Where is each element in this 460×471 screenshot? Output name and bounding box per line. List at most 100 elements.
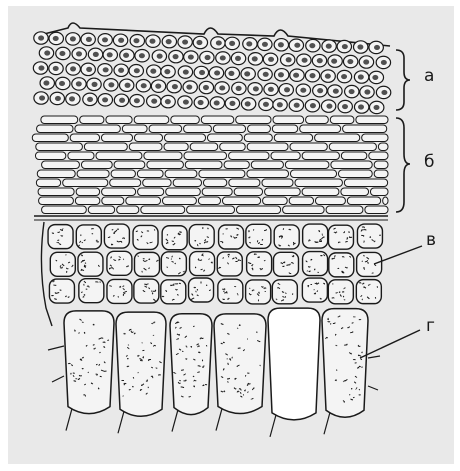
cell-b: [42, 206, 87, 214]
cell-b: [378, 143, 388, 151]
cell-b: [251, 161, 283, 169]
cell-b: [383, 197, 388, 205]
cell-b: [126, 197, 161, 205]
cell-g-tail: [270, 415, 276, 437]
cell-b: [88, 206, 114, 214]
nucleus-a: [358, 74, 364, 79]
cell-b: [102, 188, 136, 196]
cell-b: [36, 152, 66, 160]
cell-b: [201, 116, 234, 124]
cell-b: [32, 134, 68, 142]
nucleus-a: [342, 104, 348, 109]
cell-b: [302, 152, 339, 160]
nucleus-a: [246, 41, 252, 46]
nucleus-a: [358, 104, 364, 109]
nucleus-a: [118, 38, 124, 43]
nucleus-a: [219, 85, 225, 90]
nucleus-a: [92, 82, 98, 87]
leader-line-v: [374, 246, 422, 264]
nucleus-a: [103, 67, 109, 72]
nucleus-a: [349, 89, 355, 94]
cell-b: [76, 188, 99, 196]
nucleus-a: [141, 83, 147, 88]
label-b: б: [424, 154, 434, 171]
nucleus-a: [277, 102, 283, 107]
cell-b: [110, 179, 141, 187]
cell-v: [303, 224, 328, 248]
cell-b: [300, 125, 341, 133]
label-v: в: [426, 232, 436, 249]
cell-b: [329, 143, 376, 151]
cell-b: [315, 134, 360, 142]
cell-b: [184, 152, 227, 160]
cell-b: [198, 197, 220, 205]
nucleus-a: [102, 37, 108, 42]
nucleus-a: [183, 99, 189, 104]
cell-b: [80, 116, 104, 124]
cell-b: [173, 179, 201, 187]
nucleus-a: [214, 70, 220, 75]
cell-b: [149, 125, 182, 133]
nucleus-a: [317, 88, 323, 93]
cell-b: [141, 206, 185, 214]
nucleus-a: [220, 55, 226, 60]
nucleus-a: [86, 67, 92, 72]
label-g: г: [426, 318, 435, 335]
cell-b: [289, 197, 313, 205]
cell-b: [138, 188, 164, 196]
cell-b: [75, 197, 99, 205]
cell-b: [283, 206, 325, 214]
cell-b: [185, 161, 222, 169]
cell-b: [190, 143, 218, 151]
nucleus-a: [44, 50, 50, 55]
layer-b-compressed-cells: [32, 116, 388, 220]
nucleus-a: [214, 100, 220, 105]
nucleus-a: [119, 98, 125, 103]
nucleus-a: [310, 73, 316, 78]
nucleus-a: [293, 73, 299, 78]
nucleus-a: [196, 40, 202, 45]
cell-v: [161, 252, 186, 276]
nucleus-a: [123, 53, 129, 58]
cell-b: [234, 188, 262, 196]
cell-b: [339, 170, 373, 178]
cell-b: [244, 134, 272, 142]
nucleus-a: [86, 37, 92, 42]
cell-g: [170, 314, 212, 415]
nucleus-a: [134, 68, 140, 73]
cell-b: [263, 197, 288, 205]
cell-v: [189, 225, 214, 249]
cell-v: [272, 280, 297, 304]
cell-v: [217, 252, 242, 276]
nucleus-a: [59, 51, 65, 56]
nucleus-a: [325, 74, 331, 79]
cell-b: [274, 134, 312, 142]
cell-b: [371, 188, 389, 196]
nucleus-a: [93, 52, 99, 57]
cell-b: [356, 116, 388, 124]
cell-b: [331, 161, 372, 169]
cell-b: [38, 188, 74, 196]
cell-b: [341, 188, 369, 196]
nucleus-a: [150, 69, 156, 74]
cell-g-tail: [216, 409, 222, 431]
cell-b: [330, 116, 354, 124]
nucleus-a: [331, 59, 337, 64]
nucleus-a: [165, 99, 171, 104]
cell-b: [171, 116, 200, 124]
nucleus-a: [341, 74, 347, 79]
nucleus-a: [43, 80, 49, 85]
nucleus-a: [294, 43, 300, 48]
nucleus-a: [381, 60, 387, 65]
cell-v: [357, 252, 382, 276]
nucleus-a: [278, 42, 284, 47]
nucleus-a: [38, 65, 44, 70]
nucleus-a: [300, 88, 306, 93]
cell-b: [224, 161, 249, 169]
cell-b: [291, 170, 337, 178]
cell-b: [70, 134, 99, 142]
cell-b: [302, 188, 339, 196]
cell-b: [365, 206, 388, 214]
cell-b: [306, 116, 329, 124]
cell-b: [204, 179, 227, 187]
